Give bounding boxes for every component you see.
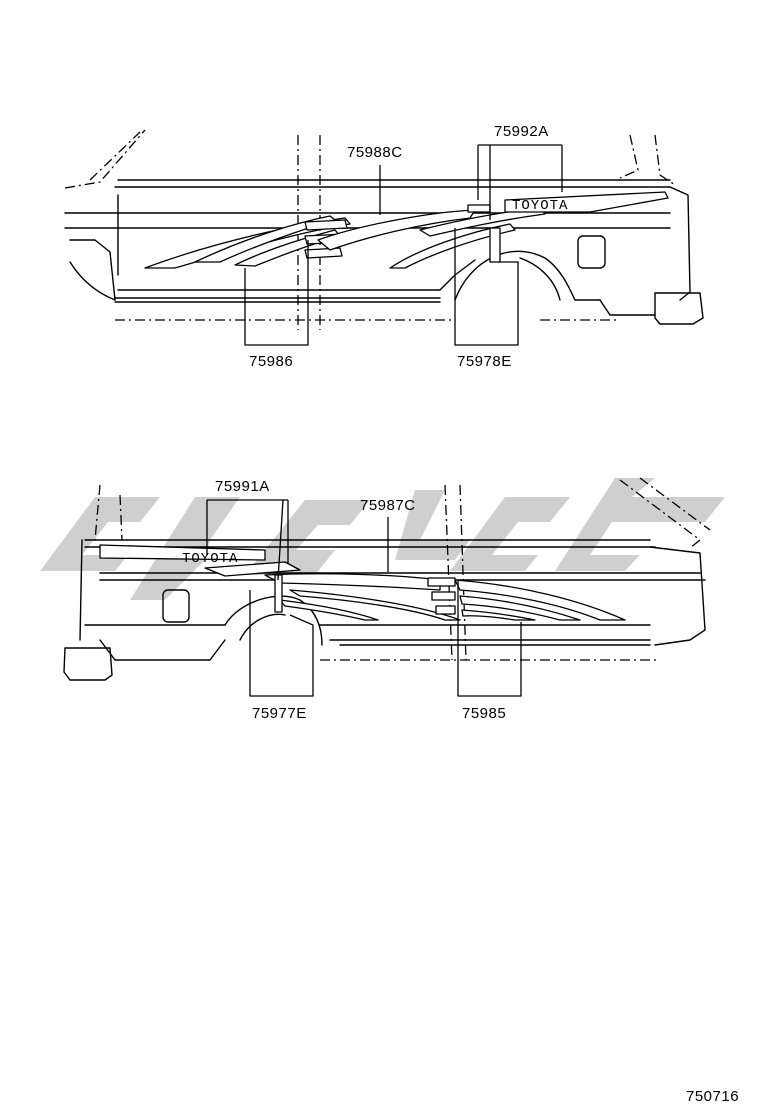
lower-callouts — [206, 499, 522, 697]
lower-vehicle-side-view — [63, 477, 711, 681]
diagram-number: 750716 — [686, 1088, 739, 1105]
part-label-75992a: 75992A — [494, 123, 549, 140]
toyota-badge-lower: TOYOTA — [182, 551, 238, 567]
upper-vehicle-side-view — [64, 129, 704, 330]
toyota-badge-upper: TOYOTA — [512, 198, 568, 214]
part-label-75987c: 75987C — [360, 497, 416, 514]
part-label-75991a: 75991A — [215, 478, 270, 495]
upper-callouts — [244, 144, 563, 346]
upper-graphic-stripes: TOYOTA — [144, 191, 669, 269]
part-labels: 75988C 75992A 75986 75978E 75991A 75987C… — [215, 123, 739, 1105]
part-label-75977e: 75977E — [252, 705, 307, 722]
lower-graphic-stripes: TOYOTA — [99, 544, 626, 621]
part-label-75986: 75986 — [249, 353, 293, 370]
part-label-75988c: 75988C — [347, 144, 403, 161]
part-label-75985: 75985 — [462, 705, 506, 722]
part-label-75978e: 75978E — [457, 353, 512, 370]
